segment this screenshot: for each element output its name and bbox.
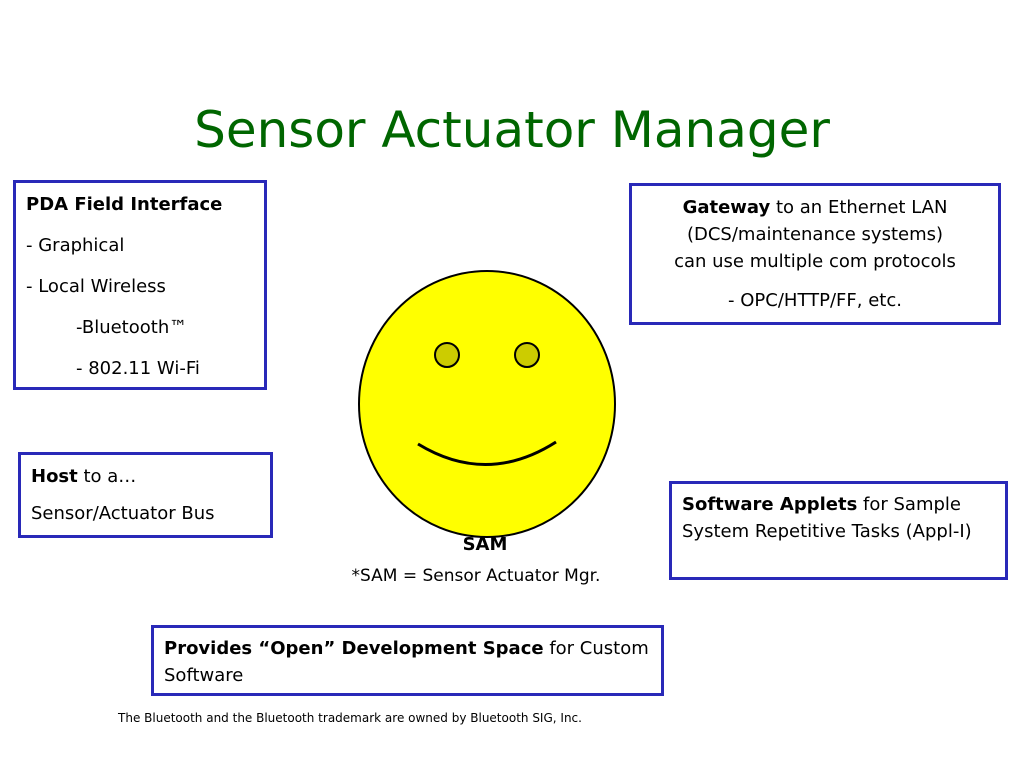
- host-line-2: Sensor/Actuator Bus: [31, 503, 215, 524]
- pda-item-graphical: - Graphical: [26, 235, 125, 256]
- gateway-line-1: Gateway to an Ethernet LAN: [642, 194, 988, 221]
- pda-field-interface-box: PDA Field Interface - Graphical - Local …: [13, 180, 267, 390]
- development-space-box: Provides “Open” Development Space for Cu…: [151, 625, 664, 696]
- gateway-heading: Gateway: [682, 197, 771, 218]
- gateway-protocols: - OPC/HTTP/FF, etc.: [728, 290, 902, 311]
- gateway-heading-rest: to an Ethernet LAN: [770, 197, 948, 218]
- face-circle: [358, 270, 616, 538]
- bluetooth-trademark-footnote: The Bluetooth and the Bluetooth trademar…: [118, 711, 582, 725]
- applets-text: Software Applets for Sample System Repet…: [682, 491, 995, 545]
- pda-heading: PDA Field Interface: [26, 194, 223, 215]
- pda-sub-wifi: - 802.11 Wi-Fi: [76, 358, 200, 379]
- smile-mouth: [417, 440, 557, 466]
- dev-text: Provides “Open” Development Space for Cu…: [164, 635, 651, 689]
- applets-rest: for Sample System Repetitive Tasks (Appl…: [682, 494, 972, 542]
- host-heading: Host: [31, 466, 78, 487]
- left-eye: [434, 342, 460, 368]
- dev-rest: for Custom Software: [164, 638, 649, 686]
- dev-heading: Provides “Open” Development Space: [164, 638, 544, 659]
- pda-sub-bluetooth: -Bluetooth™: [76, 317, 188, 338]
- gateway-line-2: (DCS/maintenance systems): [686, 224, 944, 245]
- pda-item-local-wireless: - Local Wireless: [26, 276, 166, 297]
- sam-definition: *SAM = Sensor Actuator Mgr.: [351, 566, 601, 586]
- smiley-face-icon: [356, 268, 618, 540]
- host-box: Host to a… Sensor/Actuator Bus: [18, 452, 273, 538]
- software-applets-box: Software Applets for Sample System Repet…: [669, 481, 1008, 580]
- host-heading-rest: to a…: [77, 466, 137, 487]
- applets-heading: Software Applets: [682, 494, 858, 515]
- right-eye: [514, 342, 540, 368]
- smiley-face-graphic: [358, 270, 616, 538]
- slide-title: Sensor Actuator Manager: [194, 101, 830, 159]
- sam-label: SAM: [462, 534, 508, 555]
- gateway-line-3: can use multiple com protocols: [674, 251, 956, 272]
- gateway-box: Gateway to an Ethernet LAN (DCS/maintena…: [629, 183, 1001, 325]
- host-line-1: Host to a…: [31, 463, 260, 490]
